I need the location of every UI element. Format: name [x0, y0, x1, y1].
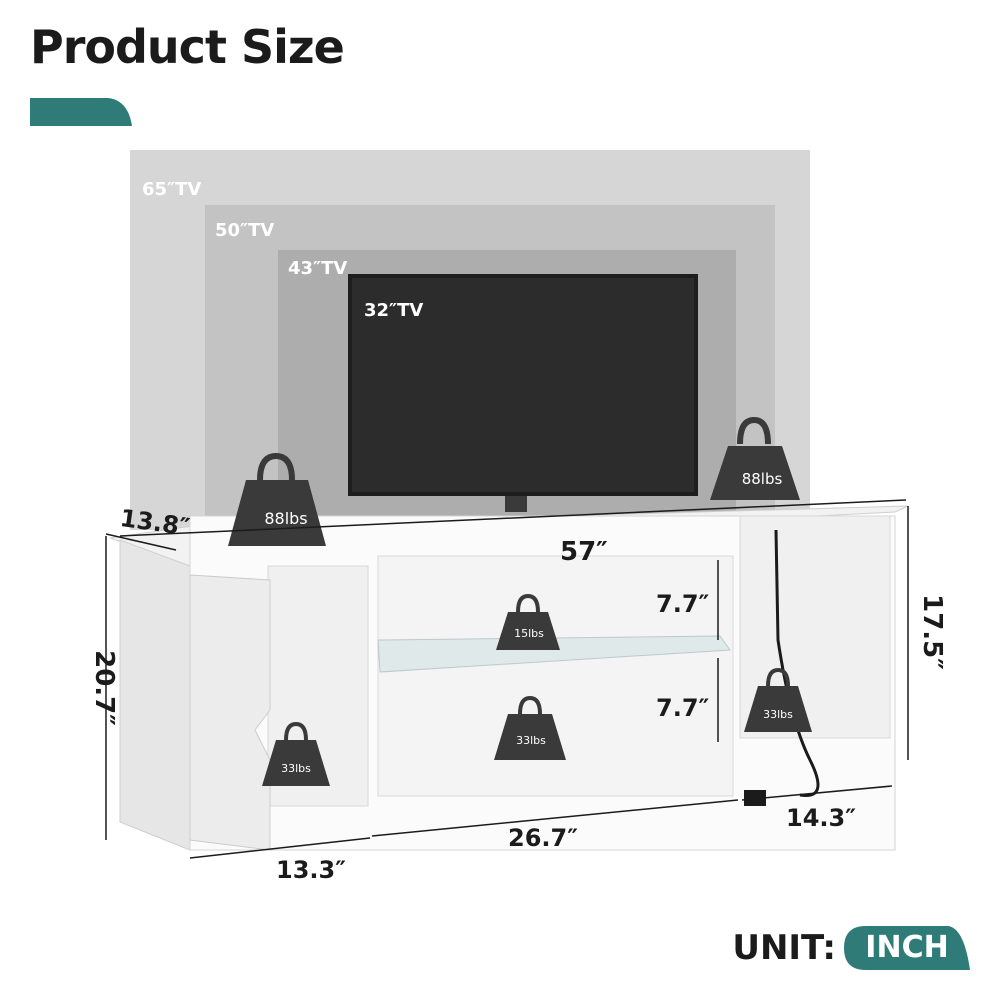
cabinet-door [189, 574, 271, 851]
unit-label: UNIT: [732, 928, 836, 968]
unit-value: INCH [865, 930, 949, 965]
power-plug [744, 790, 766, 806]
shelf-upper-label: 7.7″ [656, 590, 710, 618]
glass-shelf [377, 635, 731, 673]
stand-body [119, 539, 191, 851]
tv-32-label: 32″TV [364, 300, 423, 321]
weight-middle-bottom-label: 33lbs [516, 734, 546, 747]
side-height-label: 17.5″ [917, 594, 947, 670]
tv-screen [352, 278, 694, 492]
right-width-label: 14.3″ [786, 804, 856, 832]
tv-43-label: 43″TV [288, 258, 347, 279]
power-cable [774, 529, 820, 798]
bottom-dim-line-mid [371, 799, 739, 837]
unit-indicator: UNIT: INCH [732, 926, 970, 970]
weight-glass-shelf-label: 15lbs [514, 627, 544, 640]
title-accent-bar [30, 98, 132, 126]
tv-neck [505, 496, 527, 512]
weight-left-cabinet: 33lbs [262, 721, 330, 786]
bottom-dim-line-left [189, 837, 371, 859]
weight-top-right: 88lbs [710, 416, 800, 500]
bottom-dim-line-right [741, 785, 893, 801]
middle-width-label: 26.7″ [508, 824, 578, 852]
weight-top-right-label: 88lbs [742, 470, 783, 488]
weight-left-cabinet-label: 33lbs [281, 762, 311, 775]
weight-middle-bottom: 33lbs [494, 695, 566, 760]
weight-right-cabinet-label: 33lbs [763, 708, 793, 721]
weight-glass-shelf: 15lbs [496, 593, 560, 650]
unit-badge: INCH [844, 926, 970, 970]
tv-65-label: 65″TV [142, 179, 201, 200]
weight-right-cabinet: 33lbs [744, 667, 812, 732]
weight-top-left-label: 88lbs [264, 509, 307, 528]
page-title: Product Size [30, 20, 345, 74]
width-dim-line [119, 499, 907, 537]
shelf-lower-label: 7.7″ [656, 694, 710, 722]
tv-50-label: 50″TV [215, 220, 274, 241]
depth-dim-line [105, 533, 177, 551]
height-label: 20.7″ [89, 650, 119, 726]
width-label: 57″ [560, 537, 608, 567]
left-width-label: 13.3″ [276, 856, 346, 884]
